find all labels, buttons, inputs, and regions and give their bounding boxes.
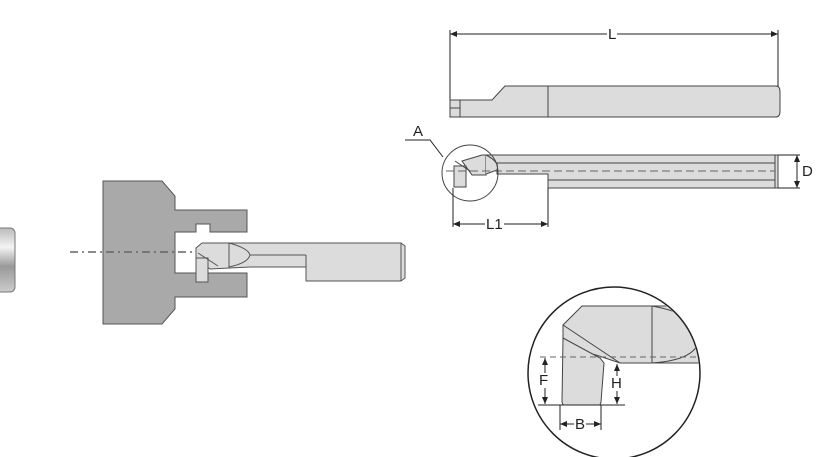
tool-side-view <box>405 139 800 227</box>
label-l1: L1 <box>485 216 504 233</box>
label-d: D <box>802 163 813 180</box>
workpiece-cylinder <box>0 227 16 293</box>
holder-section <box>70 180 248 325</box>
detail-a-enlarged <box>527 286 701 457</box>
label-f: F <box>538 372 550 389</box>
label-a: A <box>413 123 424 140</box>
label-b: B <box>574 416 587 433</box>
label-l: L <box>607 26 618 43</box>
detail-circle-a <box>441 144 499 202</box>
detail-leader <box>405 139 444 158</box>
tool-top-view <box>449 30 781 118</box>
label-h: H <box>610 375 623 392</box>
boring-bar-installed <box>195 242 406 283</box>
